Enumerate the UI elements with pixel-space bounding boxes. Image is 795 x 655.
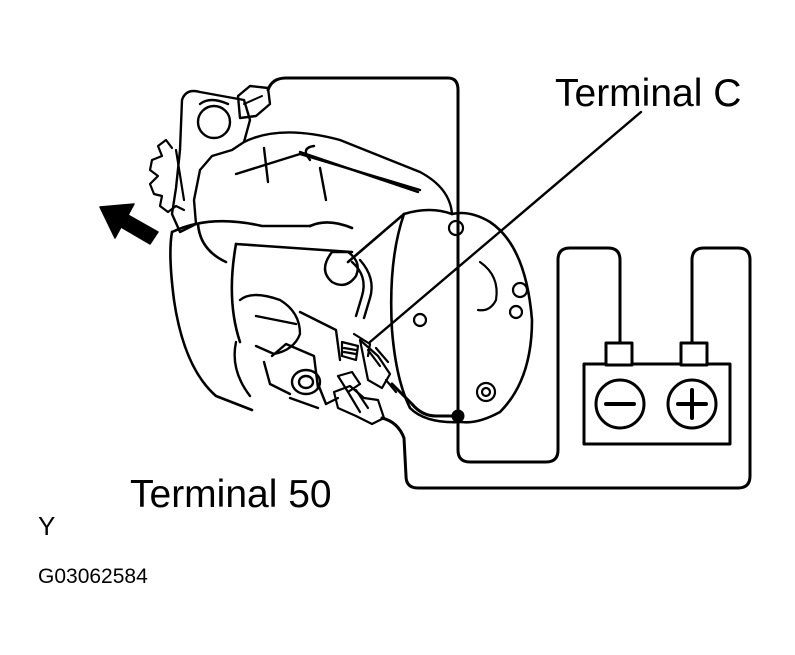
starter-motor-icon — [148, 84, 534, 426]
wire-positive — [380, 246, 752, 490]
positive-post — [679, 341, 709, 367]
terminal-50-connector — [324, 370, 386, 426]
direction-arrow-icon — [99, 203, 159, 245]
terminal-c-stud — [340, 332, 398, 394]
motor-body — [169, 208, 534, 424]
battery-icon — [582, 341, 732, 446]
battery-case — [582, 362, 732, 446]
wire-terminal-c — [390, 382, 460, 418]
terminal-c-label: Terminal C — [555, 72, 742, 115]
wire-junction-dot — [451, 409, 465, 423]
negative-terminal-circle — [594, 378, 646, 430]
end-frame-bolts — [412, 219, 529, 403]
terminal-block — [233, 293, 342, 410]
solenoid — [234, 131, 454, 216]
wiring — [266, 76, 752, 490]
view-code-label: Y — [38, 511, 56, 541]
negative-post — [604, 341, 634, 367]
terminal-c-leader-line — [368, 110, 643, 344]
field-lead — [323, 250, 373, 320]
positive-terminal-circle — [666, 378, 718, 430]
pinion-gear — [148, 138, 186, 214]
figure-id-label: G03062584 — [38, 565, 148, 588]
terminal-50-label: Terminal 50 — [130, 473, 332, 516]
wire-negative — [456, 246, 622, 464]
wire-top-loop — [266, 76, 460, 420]
top-terminal-boot — [236, 84, 272, 120]
